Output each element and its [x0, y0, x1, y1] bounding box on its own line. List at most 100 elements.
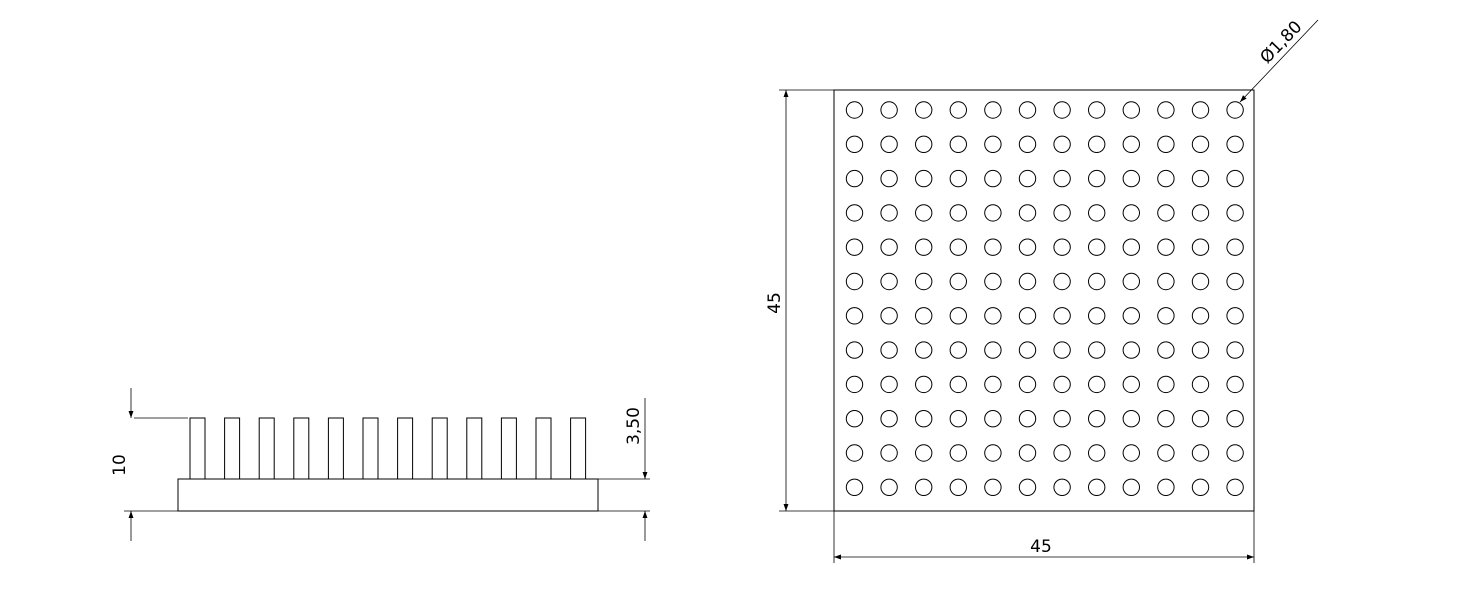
vertical-dimension: 45: [765, 89, 834, 512]
hole: [984, 204, 1002, 222]
hole: [984, 307, 1002, 325]
hole: [1053, 135, 1071, 154]
hole: [1157, 341, 1175, 359]
hole: [1018, 375, 1037, 394]
hole: [984, 478, 1002, 496]
pin: [327, 417, 344, 480]
height-dimension-label: 10: [110, 454, 130, 476]
hole: [1157, 410, 1175, 428]
hole: [949, 341, 967, 359]
base-plate: [177, 478, 599, 512]
hole: [1191, 272, 1210, 291]
hole: [915, 341, 933, 359]
hole: [1053, 101, 1071, 119]
hole: [1088, 375, 1106, 394]
hole: [880, 272, 898, 291]
pin: [293, 417, 310, 480]
hole: [949, 410, 967, 428]
hole: [1018, 307, 1037, 325]
hole: [949, 204, 967, 222]
hole: [880, 101, 898, 119]
hole: [1157, 169, 1175, 188]
hole: [984, 238, 1002, 256]
hole: [1191, 169, 1210, 188]
hole: [1018, 238, 1037, 256]
hole: [1226, 135, 1244, 154]
hole: [984, 101, 1002, 119]
hole: [984, 444, 1002, 462]
hole: [1122, 272, 1141, 291]
hole: [915, 307, 933, 325]
hole: [1226, 341, 1244, 359]
hole: [1191, 410, 1210, 428]
hole: [1088, 272, 1106, 291]
hole: [984, 341, 1002, 359]
hole: [915, 478, 933, 496]
hole: [880, 238, 898, 256]
hole: [949, 101, 967, 119]
hole: [915, 375, 933, 394]
hole: [1053, 272, 1071, 291]
hole: [1053, 204, 1071, 222]
hole: [1191, 238, 1210, 256]
plate-outline: [833, 89, 1255, 512]
horizontal-dimension-label: 45: [1030, 537, 1052, 557]
hole: [1122, 478, 1141, 496]
side-view: 10 3,50: [110, 388, 650, 541]
hole: [1157, 238, 1175, 256]
hole: [949, 135, 967, 154]
hole: [1191, 307, 1210, 325]
pin: [535, 417, 552, 480]
hole: [1226, 307, 1244, 325]
hole: [880, 307, 898, 325]
hole: [1122, 341, 1141, 359]
hole: [949, 375, 967, 394]
hole: [1053, 375, 1071, 394]
hole: [1088, 444, 1106, 462]
pin-length-dimension-label: 3,50: [624, 407, 644, 445]
hole: [949, 169, 967, 188]
hole: [1191, 444, 1210, 462]
hole: [880, 135, 898, 154]
pin: [570, 417, 587, 480]
hole: [880, 169, 898, 188]
hole: [915, 135, 933, 154]
hole: [984, 169, 1002, 188]
hole: [1191, 478, 1210, 496]
hole: [845, 169, 864, 188]
pin: [258, 417, 275, 480]
hole: [845, 307, 864, 325]
hole: [880, 444, 898, 462]
hole-diameter-label: Ø1,80: [1256, 17, 1306, 68]
hole: [949, 478, 967, 496]
hole: [1053, 478, 1071, 496]
hole: [1088, 478, 1106, 496]
pin: [431, 417, 448, 480]
hole: [1122, 375, 1141, 394]
hole: [1053, 307, 1071, 325]
hole: [915, 204, 933, 222]
horizontal-dimension: 45: [833, 511, 1255, 563]
hole: [915, 272, 933, 291]
leader-line: [1239, 19, 1319, 103]
hole: [1018, 169, 1037, 188]
hole: [984, 410, 1002, 428]
hole: [1226, 272, 1244, 291]
hole: [845, 204, 864, 222]
hole: [1157, 375, 1175, 394]
hole: [845, 375, 864, 394]
hole: [1018, 341, 1037, 359]
hole: [1122, 238, 1141, 256]
hole: [1122, 169, 1141, 188]
hole: [880, 341, 898, 359]
hole: [845, 135, 864, 154]
hole: [949, 238, 967, 256]
hole: [1226, 204, 1244, 222]
hole: [984, 375, 1002, 394]
hole: [1226, 375, 1244, 394]
hole: [1088, 169, 1106, 188]
pin-group: [189, 417, 587, 480]
hole: [915, 410, 933, 428]
hole: [1088, 238, 1106, 256]
hole: [1088, 341, 1106, 359]
